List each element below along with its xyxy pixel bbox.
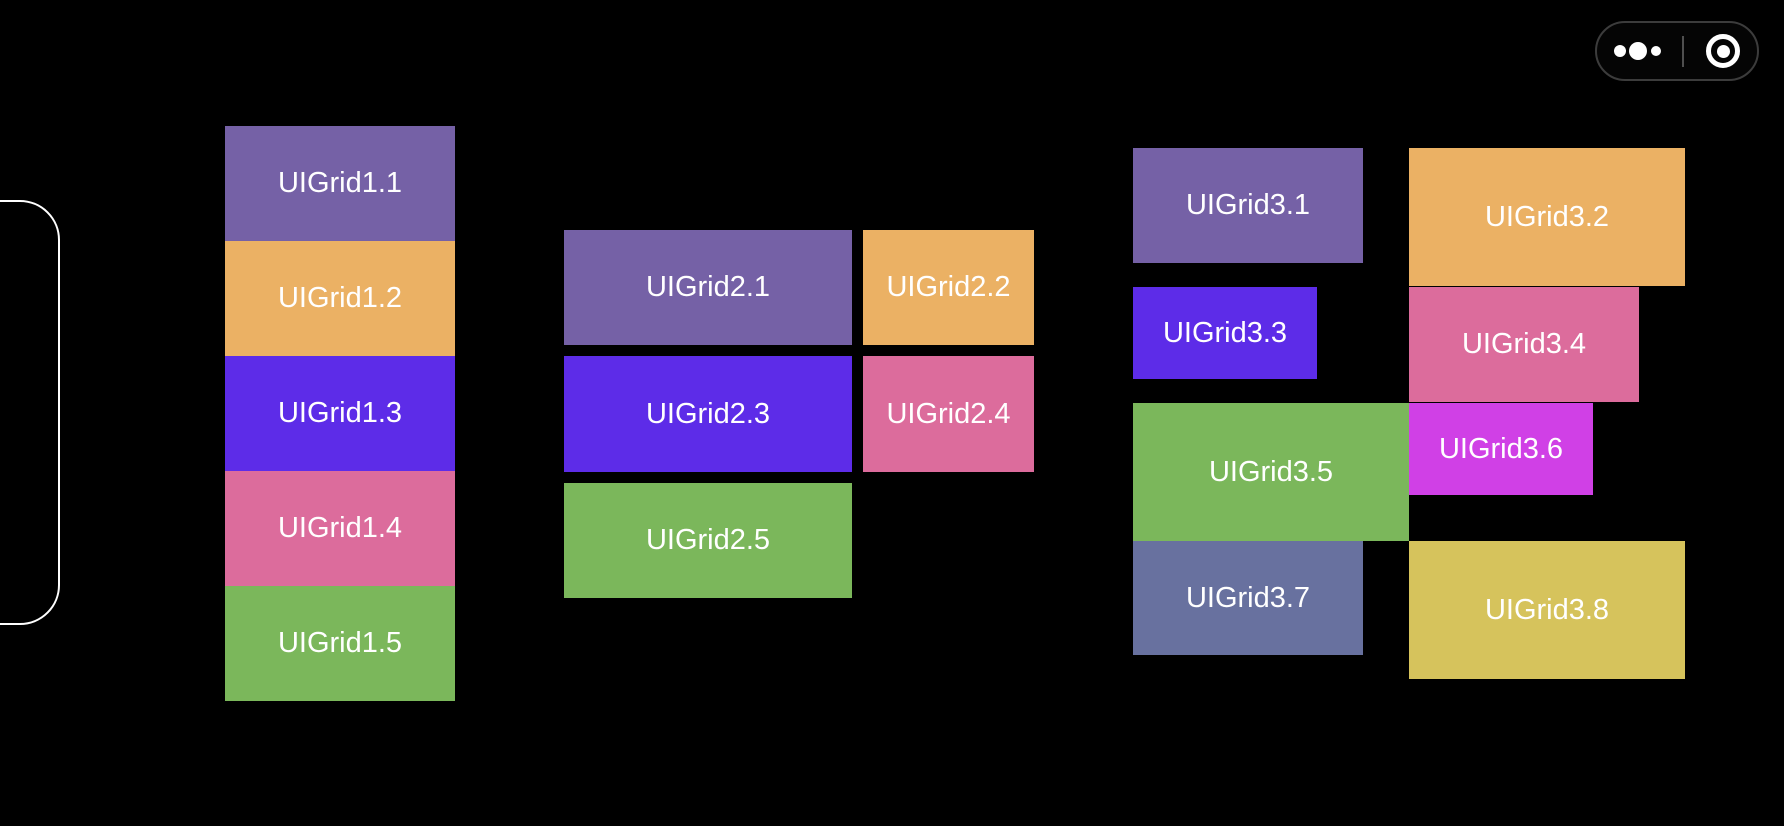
dot-icon xyxy=(1651,46,1661,56)
navigation-capsule xyxy=(1595,21,1759,81)
grid-cell-uigrid2.3[interactable]: UIGrid2.3 xyxy=(564,356,852,472)
grid-cell-uigrid2.1[interactable]: UIGrid2.1 xyxy=(564,230,852,345)
grid-cell-uigrid1.3[interactable]: UIGrid1.3 xyxy=(225,356,455,471)
grid-cell-uigrid3.7[interactable]: UIGrid3.7 xyxy=(1133,541,1363,655)
circled-dot-icon xyxy=(1706,34,1740,68)
more-button[interactable] xyxy=(1597,23,1682,79)
scroll-view-outline xyxy=(0,200,60,625)
exit-button[interactable] xyxy=(1684,23,1755,79)
grid-cell-uigrid3.1[interactable]: UIGrid3.1 xyxy=(1133,148,1363,263)
grid-cell-uigrid3.8[interactable]: UIGrid3.8 xyxy=(1409,541,1685,679)
grid-cell-uigrid1.4[interactable]: UIGrid1.4 xyxy=(225,471,455,586)
circled-dot-center xyxy=(1716,44,1730,58)
grid-cell-uigrid3.2[interactable]: UIGrid3.2 xyxy=(1409,148,1685,286)
grid-cell-uigrid3.6[interactable]: UIGrid3.6 xyxy=(1409,403,1593,495)
grid-cell-uigrid1.1[interactable]: UIGrid1.1 xyxy=(225,126,455,241)
grid-cell-uigrid2.4[interactable]: UIGrid2.4 xyxy=(863,356,1034,472)
grid-cell-uigrid1.2[interactable]: UIGrid1.2 xyxy=(225,241,455,356)
dot-icon xyxy=(1614,45,1626,57)
grid-cell-uigrid3.4[interactable]: UIGrid3.4 xyxy=(1409,287,1639,402)
grid-cell-uigrid3.5[interactable]: UIGrid3.5 xyxy=(1133,403,1409,541)
capsule-divider xyxy=(1682,36,1684,67)
grid-cell-uigrid2.2[interactable]: UIGrid2.2 xyxy=(863,230,1034,345)
grid-cell-uigrid3.3[interactable]: UIGrid3.3 xyxy=(1133,287,1317,379)
grid-cell-uigrid2.5[interactable]: UIGrid2.5 xyxy=(564,483,852,598)
grid-cell-uigrid1.5[interactable]: UIGrid1.5 xyxy=(225,586,455,701)
dot-icon xyxy=(1629,42,1647,60)
